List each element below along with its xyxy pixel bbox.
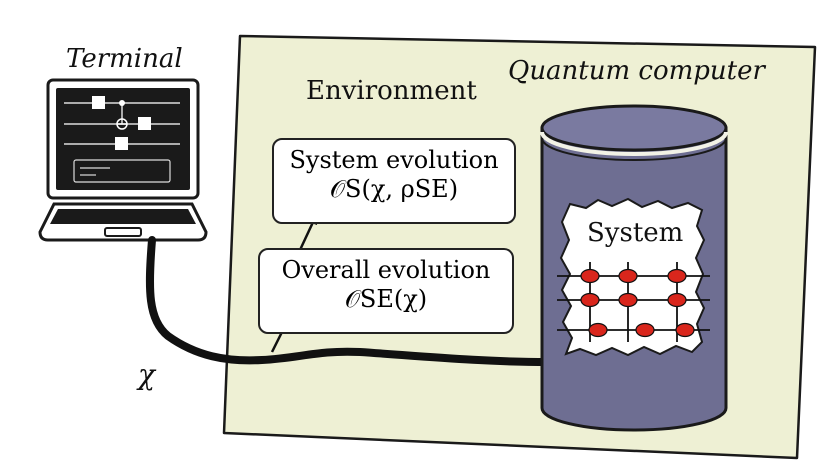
system-evolution-title: System evolution xyxy=(289,146,499,174)
terminal-label: Terminal xyxy=(66,44,183,74)
qubit xyxy=(618,292,638,308)
overall-evolution-box: Overall evolution 𝒪SE(χ) xyxy=(258,248,514,334)
qubit-lattice xyxy=(557,262,710,342)
laptop-icon xyxy=(38,78,208,242)
overall-evolution-title: Overall evolution xyxy=(281,256,491,284)
system-label: System xyxy=(587,218,684,248)
qubit xyxy=(667,268,687,284)
qubit xyxy=(667,292,687,308)
qubit xyxy=(580,268,600,284)
qubit xyxy=(618,268,638,284)
cable xyxy=(145,236,552,366)
qubit xyxy=(588,322,608,338)
qubit xyxy=(580,292,600,308)
overall-evolution-formula: 𝒪SE(χ) xyxy=(344,285,428,314)
environment-label: Environment xyxy=(306,76,477,106)
system-evolution-box: System evolution 𝒪S(χ, ρSE) xyxy=(272,138,516,224)
system-evolution-formula: 𝒪S(χ, ρSE) xyxy=(329,175,459,204)
input-symbol: χ xyxy=(138,358,155,391)
quantum-computer-label: Quantum computer xyxy=(508,56,765,86)
qubit xyxy=(635,322,655,338)
qubit xyxy=(675,322,695,338)
